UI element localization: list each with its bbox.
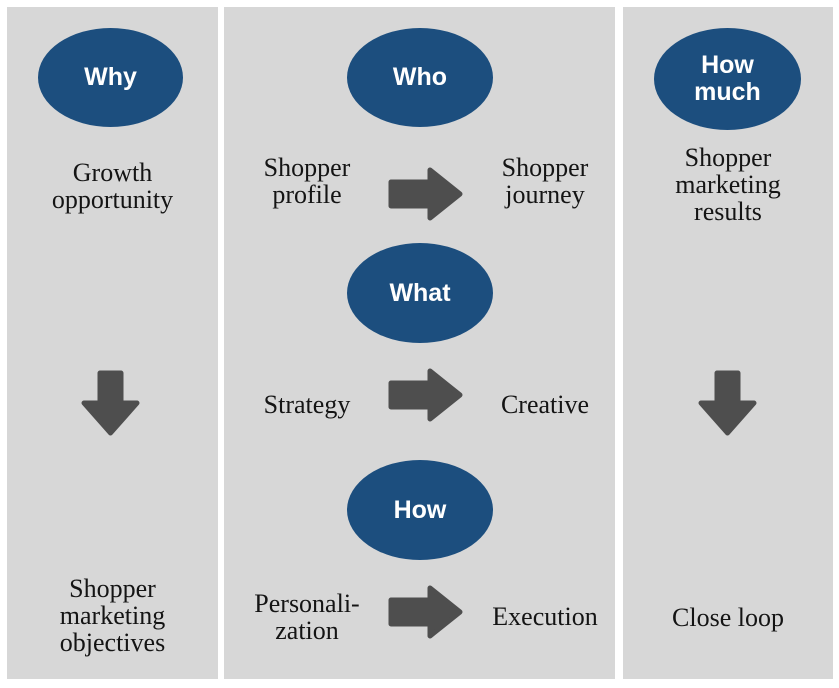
why-panel: Why Growth opportunity Shopper marketing… — [7, 7, 218, 679]
growth-opportunity-label: Growth opportunity — [51, 158, 174, 214]
how-bubble: How — [347, 460, 493, 560]
right-arrow-icon — [388, 167, 463, 221]
who-bubble-label: Who — [392, 63, 448, 91]
how-much-bubble-label: How much — [694, 51, 761, 106]
why-bubble: Why — [38, 28, 183, 127]
how-much-bubble: How much — [654, 28, 801, 130]
down-arrow-icon — [698, 370, 757, 436]
down-arrow-icon — [81, 370, 140, 436]
creative-label: Creative — [500, 390, 590, 419]
strategy-label: Strategy — [263, 390, 351, 419]
who-what-how-panel: Who Shopper profile Shopper journey What… — [224, 7, 615, 679]
what-bubble-label: What — [389, 278, 451, 307]
shopper-journey-label: Shopper journey — [501, 153, 589, 209]
right-arrow-icon — [388, 585, 463, 639]
what-bubble: What — [347, 243, 493, 343]
how-much-panel: How much Shopper marketing results Close… — [623, 7, 833, 679]
shopper-marketing-results-label: Shopper marketing results — [675, 143, 781, 226]
right-arrow-icon — [388, 368, 463, 422]
close-loop-label: Close loop — [672, 603, 784, 632]
how-bubble-label: How — [393, 495, 447, 524]
who-bubble: Who — [347, 28, 493, 127]
shopper-profile-label: Shopper profile — [263, 153, 351, 209]
execution-label: Execution — [492, 602, 598, 631]
why-bubble-label: Why — [84, 63, 137, 91]
shopper-marketing-objectives-label: Shopper marketing objectives — [59, 574, 166, 657]
personalization-label: Personali- zation — [254, 589, 360, 645]
